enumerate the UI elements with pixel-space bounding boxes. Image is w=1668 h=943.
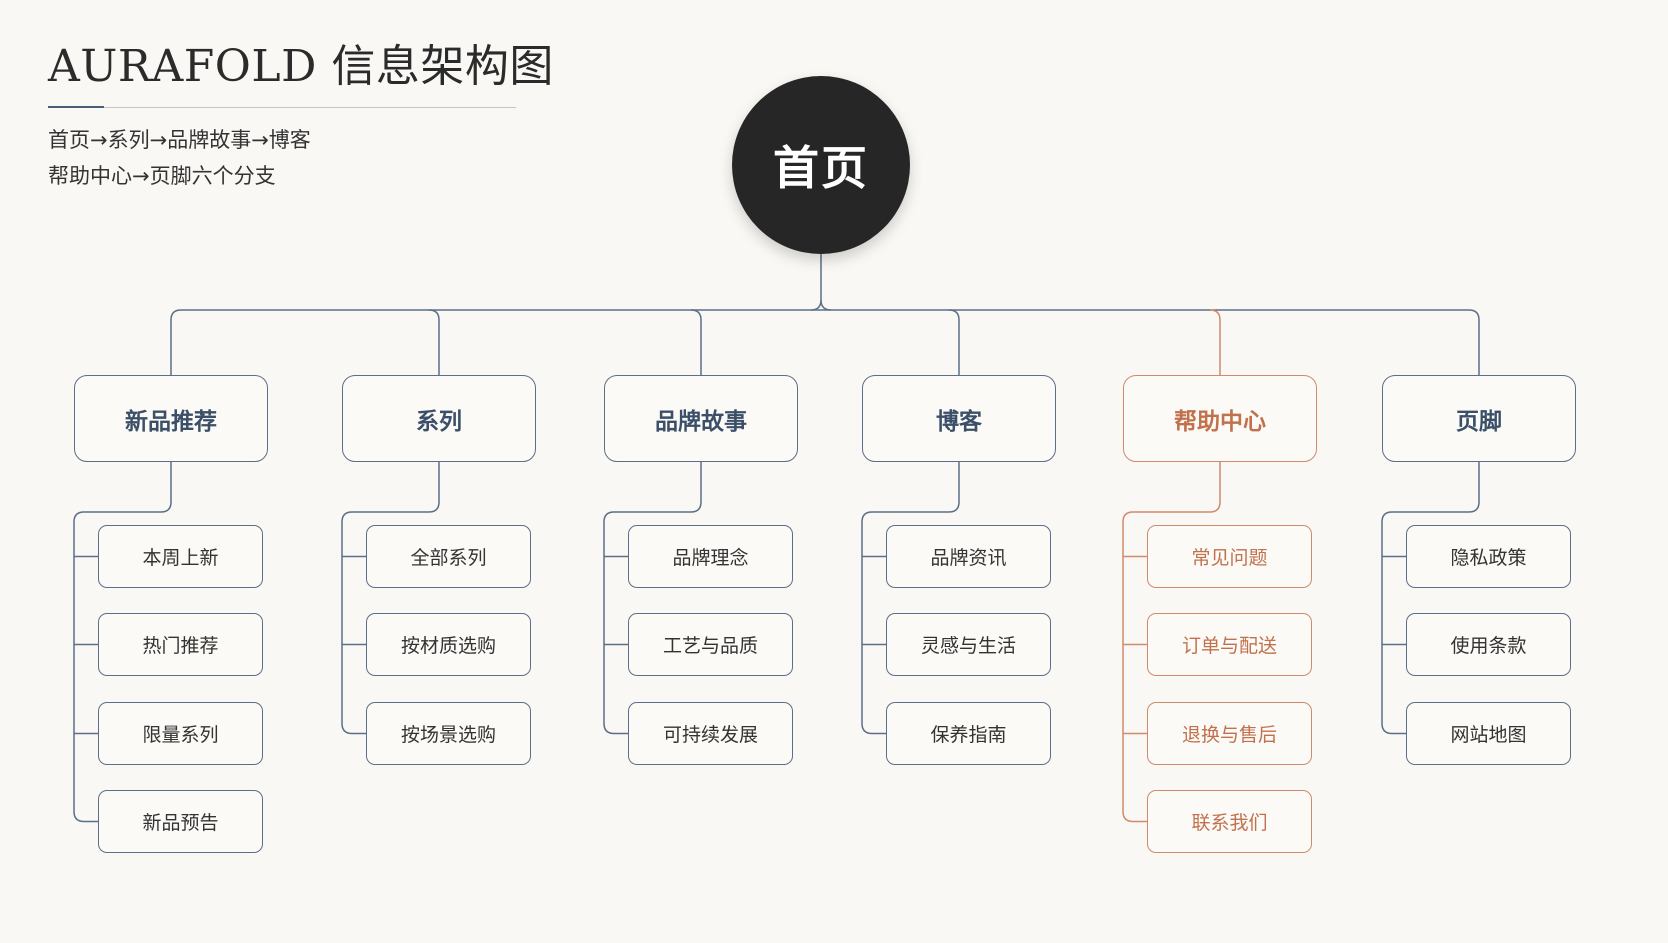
leaf-node-5-1[interactable]: 常见问题 bbox=[1147, 525, 1312, 588]
leaf-node-3-2[interactable]: 工艺与品质 bbox=[628, 613, 793, 676]
root-node-home[interactable]: 首页 bbox=[732, 76, 910, 254]
leaf-node-5-3[interactable]: 退换与售后 bbox=[1147, 702, 1312, 765]
leaf-node-6-1[interactable]: 隐私政策 bbox=[1406, 525, 1571, 588]
branch-node-3[interactable]: 品牌故事 bbox=[604, 375, 798, 462]
title-divider-accent bbox=[48, 106, 104, 108]
leaf-node-2-2[interactable]: 按材质选购 bbox=[366, 613, 531, 676]
branch-drop-2 bbox=[428, 309, 440, 375]
branch-drop-3 bbox=[690, 309, 702, 375]
leaf-node-1-3[interactable]: 限量系列 bbox=[98, 702, 263, 765]
branch-node-2[interactable]: 系列 bbox=[342, 375, 536, 462]
title-divider bbox=[48, 107, 516, 108]
leaf-trunk-1 bbox=[73, 462, 172, 823]
leaf-trunk-4 bbox=[861, 462, 960, 735]
leaf-node-2-1[interactable]: 全部系列 bbox=[366, 525, 531, 588]
leaf-node-6-3[interactable]: 网站地图 bbox=[1406, 702, 1571, 765]
leaf-node-1-2[interactable]: 热门推荐 bbox=[98, 613, 263, 676]
branch-node-1[interactable]: 新品推荐 bbox=[74, 375, 268, 462]
branch-node-5[interactable]: 帮助中心 bbox=[1123, 375, 1317, 462]
leaf-node-2-3[interactable]: 按场景选购 bbox=[366, 702, 531, 765]
leaf-node-6-2[interactable]: 使用条款 bbox=[1406, 613, 1571, 676]
leaf-trunk-5 bbox=[1122, 462, 1221, 823]
subtitle-line-1: 首页→系列→品牌故事→博客 bbox=[48, 128, 311, 152]
leaf-trunk-3 bbox=[603, 462, 702, 735]
leaf-trunk-6 bbox=[1381, 462, 1480, 735]
diagram-title: AURAFOLD 信息架构图 bbox=[48, 41, 554, 92]
branch-drop-5 bbox=[1209, 309, 1221, 375]
branch-node-4[interactable]: 博客 bbox=[862, 375, 1056, 462]
leaf-node-3-3[interactable]: 可持续发展 bbox=[628, 702, 793, 765]
branch-bus-line bbox=[170, 309, 1480, 375]
leaf-trunk-2 bbox=[341, 462, 440, 735]
leaf-node-5-2[interactable]: 订单与配送 bbox=[1147, 613, 1312, 676]
leaf-node-4-1[interactable]: 品牌资讯 bbox=[886, 525, 1051, 588]
leaf-node-1-4[interactable]: 新品预告 bbox=[98, 790, 263, 853]
root-stem-line-right bbox=[820, 299, 832, 311]
root-stem-line bbox=[810, 254, 822, 311]
leaf-node-3-1[interactable]: 品牌理念 bbox=[628, 525, 793, 588]
leaf-node-4-2[interactable]: 灵感与生活 bbox=[886, 613, 1051, 676]
branch-node-6[interactable]: 页脚 bbox=[1382, 375, 1576, 462]
leaf-node-1-1[interactable]: 本周上新 bbox=[98, 525, 263, 588]
subtitle-line-2: 帮助中心→页脚六个分支 bbox=[48, 164, 276, 188]
leaf-node-4-3[interactable]: 保养指南 bbox=[886, 702, 1051, 765]
leaf-node-5-4[interactable]: 联系我们 bbox=[1147, 790, 1312, 853]
branch-drop-4 bbox=[948, 309, 960, 375]
